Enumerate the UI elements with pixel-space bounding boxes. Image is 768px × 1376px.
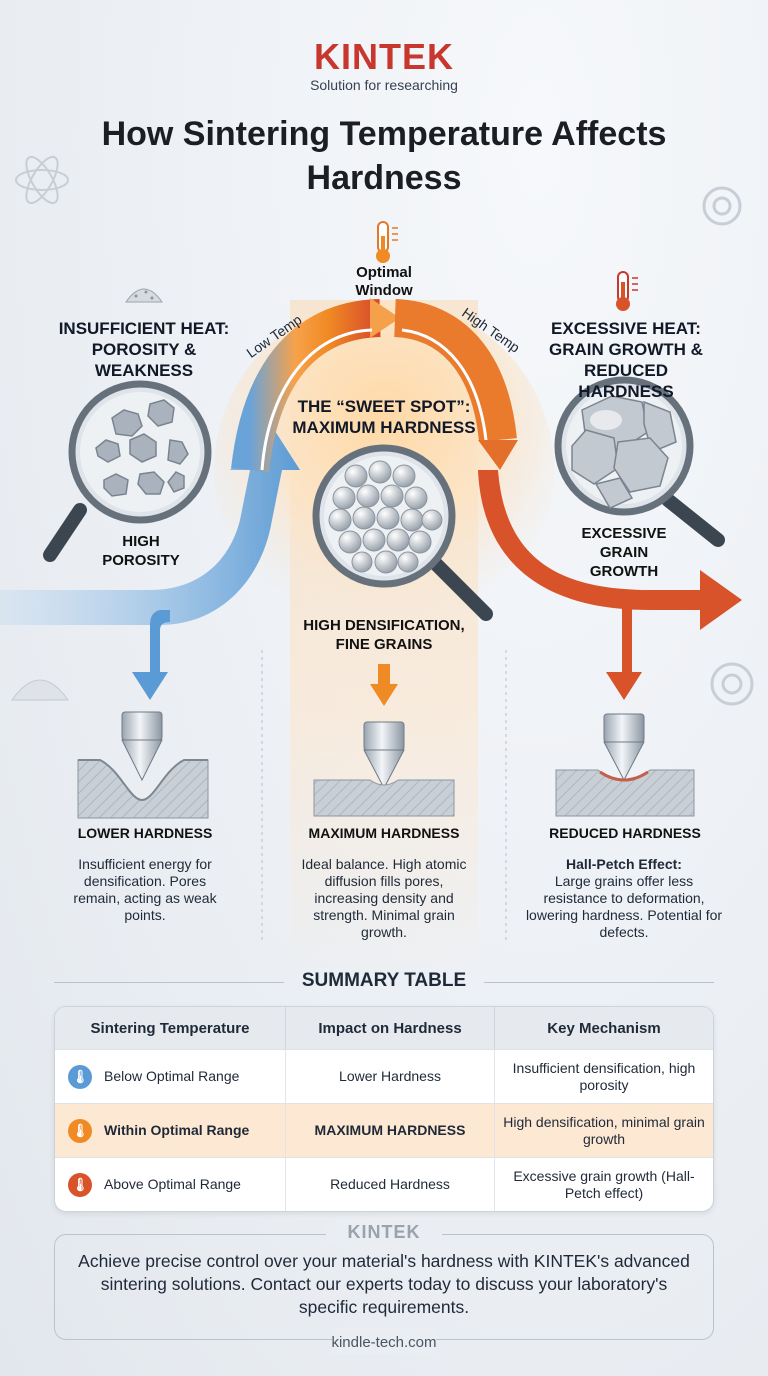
large-grain-magnifier-icon [554,376,725,547]
fine-grains-label: HIGH DENSIFICATION, FINE GRAINS [303,617,465,653]
indenter-max [313,721,455,817]
table-cell-temp: 🌡 Within Optimal Range [55,1103,286,1157]
thermometer-high-icon [616,271,638,311]
high-description-text: Large grains offer less resistance to de… [525,873,723,940]
cta-text: Achieve precise control over your materi… [78,1251,690,1317]
brand-name: KINTEK [314,36,454,77]
zone-optimal-header: THE “SWEET SPOT”: MAXIMUM HARDNESS [292,397,476,437]
indenter-low [77,711,209,819]
summary-divider-left [54,982,284,983]
summary-divider-right [484,982,714,983]
col-header-mechanism: Key Mechanism [495,1007,713,1049]
page-title: How Sintering Temperature Affects Hardne… [101,115,667,197]
table-row: 🌡 Below Optimal Range Lower Hardness Insu… [55,1049,713,1103]
row-temp-text: Within Optimal Range [104,1122,250,1138]
high-porosity-label: HIGH POROSITY [102,533,180,569]
optimal-window-label: Optimal Window [355,264,413,299]
zone-high-header: EXCESSIVE HEAT: GRAIN GROWTH & REDUCED H… [549,319,703,401]
summary-title: SUMMARY TABLE [301,970,467,991]
footer-brand: KINTEK [347,1222,421,1242]
porosity-magnifier-icon [43,380,212,562]
table-cell-temp: 🌡 Above Optimal Range [55,1157,286,1211]
table-row: 🌡 Within Optimal Range MAXIMUM HARDNESS H… [55,1103,713,1157]
hall-petch-lead: Hall-Petch Effect: [566,856,682,872]
atom-icon [15,155,69,205]
thermometer-optimal-icon [376,221,398,263]
high-description: Hall-Petch Effect: Large grains offer le… [524,856,724,941]
thermometer-optimal-icon: 🌡 [68,1118,92,1143]
col-header-impact: Impact on Hardness [286,1007,495,1049]
grain-growth-label: EXCESSIVE GRAIN GROWTH [581,525,667,580]
thermometer-low-icon: 🌡 [68,1064,92,1089]
table-cell-impact: Reduced Hardness [286,1157,495,1211]
fine-grain-magnifier-icon [312,444,493,621]
reduced-hardness-caption: REDUCED HARDNESS [549,825,701,841]
brand-tagline: Solution for researching [310,77,458,93]
table-cell-mechanism: Excessive grain growth (Hall-Petch effec… [495,1157,713,1211]
lower-hardness-caption: LOWER HARDNESS [77,825,213,841]
table-cell-temp: 🌡 Below Optimal Range [55,1049,286,1103]
website-link[interactable]: kindle-tech.com [331,1334,437,1351]
row-temp-text: Below Optimal Range [104,1068,240,1084]
table-cell-mechanism: High densification, minimal grain growth [495,1103,713,1157]
table-cell-mechanism: Insufficient densification, high porosit… [495,1049,713,1103]
table-cell-impact: Lower Hardness [286,1049,495,1103]
optimal-description: Ideal balance. High atomic diffusion fil… [301,856,467,940]
table-row: 🌡 Above Optimal Range Reduced Hardness Ex… [55,1157,713,1211]
indenter-reduced [555,713,695,817]
thermometer-high-icon: 🌡 [68,1172,92,1197]
powder-pile-icon [125,288,163,303]
footer-brand-bg [326,1222,442,1246]
summary-table: Sintering Temperature Impact on Hardness… [54,1006,714,1212]
powder-decor-icon [11,679,69,701]
zone-low-header: INSUFFICIENT HEAT: POROSITY & WEAKNESS [58,319,230,380]
gear-icon [702,186,754,706]
summary-header-row: Sintering Temperature Impact on Hardness… [55,1007,713,1049]
maximum-hardness-caption: MAXIMUM HARDNESS [308,825,460,841]
row-temp-text: Above Optimal Range [104,1176,241,1192]
low-description: Insufficient energy for densification. P… [73,856,217,923]
col-header-temperature: Sintering Temperature [55,1007,286,1049]
website-bg [332,1328,436,1354]
table-cell-impact: MAXIMUM HARDNESS [286,1103,495,1157]
